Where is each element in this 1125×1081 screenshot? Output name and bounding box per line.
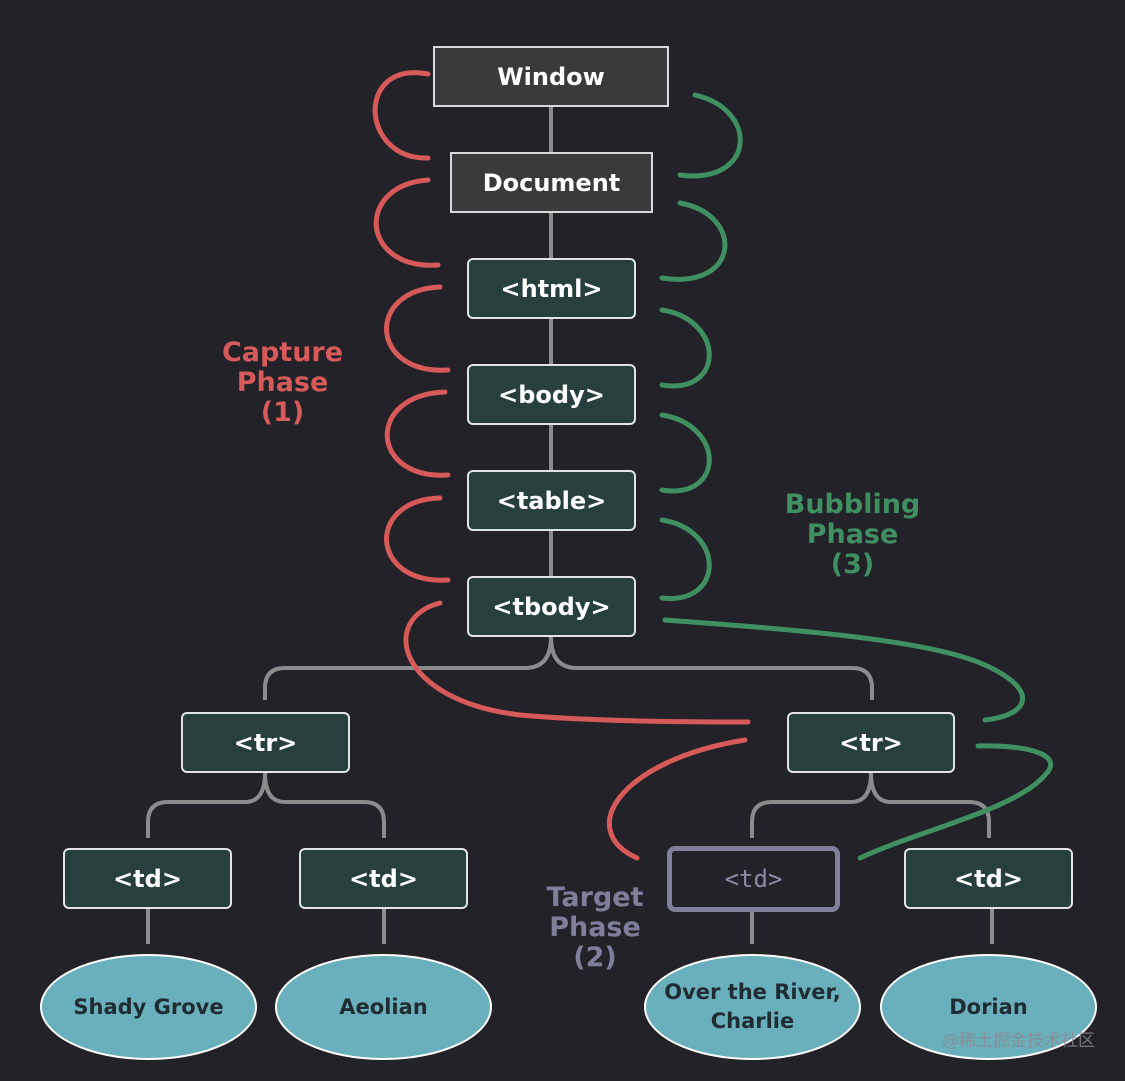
td-1-label: <td>	[113, 864, 182, 893]
tr-left-node: <tr>	[181, 712, 350, 773]
leaf-dorian: Dorian	[880, 954, 1097, 1060]
tr-left-label: <tr>	[233, 728, 298, 757]
target-phase-label: Target Phase (2)	[546, 882, 644, 973]
leaf-aeolian-label: Aeolian	[339, 994, 428, 1019]
leaf-shady-grove: Shady Grove	[40, 954, 257, 1060]
bubbling-phase-label: Bubbling Phase (3)	[784, 489, 921, 580]
document-label: Document	[482, 168, 621, 197]
leaf-over-the-river: Over the River, Charlie	[644, 954, 861, 1060]
body-node: <body>	[467, 364, 636, 425]
tree-connectors	[146, 107, 994, 944]
td-node-4: <td>	[904, 848, 1073, 909]
html-label: <html>	[500, 274, 603, 303]
tr-right-node: <tr>	[787, 712, 955, 773]
capture-arc-6	[403, 600, 751, 725]
bubbling-arc-2	[659, 200, 728, 282]
capture-phase-arcs	[372, 70, 751, 861]
capture-arc-2	[373, 177, 441, 268]
bubbling-arc-6	[662, 617, 1025, 723]
table-node: <table>	[467, 470, 636, 531]
td-target-label: <td>	[724, 865, 783, 893]
capture-arc-3	[384, 284, 451, 373]
capture-arc-4	[384, 389, 451, 478]
leaf-dorian-label: Dorian	[949, 994, 1028, 1019]
bubbling-arc-4	[659, 412, 712, 494]
leaf-shady-grove-label: Shady Grove	[73, 994, 224, 1019]
leaf-aeolian: Aeolian	[275, 954, 492, 1060]
capture-phase-label: Capture Phase (1)	[221, 337, 344, 428]
connector-tr-right-tds	[750, 772, 991, 838]
bubbling-arc-5	[659, 517, 712, 601]
td-2-label: <td>	[349, 864, 418, 893]
table-label: <table>	[496, 486, 607, 515]
td-node-2: <td>	[299, 848, 468, 909]
bubbling-phase-arcs	[659, 92, 1054, 861]
watermark-text: @稀土掘金技术社区	[942, 1031, 1095, 1051]
connector-tr-left-tds	[146, 772, 386, 838]
td-target-node: <td>	[667, 846, 840, 912]
td-node-1: <td>	[63, 848, 232, 909]
document-node: Document	[450, 152, 653, 213]
tr-right-label: <tr>	[839, 728, 903, 757]
tbody-label: <tbody>	[492, 592, 611, 621]
leaf-over-the-river-label: Over the River, Charlie	[664, 980, 841, 1033]
body-label: <body>	[498, 380, 605, 409]
td-4-label: <td>	[954, 864, 1023, 893]
window-node: Window	[433, 46, 669, 107]
html-node: <html>	[467, 258, 636, 319]
capture-arc-1	[372, 70, 431, 161]
capture-arc-5	[384, 495, 451, 583]
connector-tbody-trs	[263, 636, 874, 700]
bubbling-arc-3	[659, 307, 712, 389]
window-label: Window	[497, 62, 605, 91]
bubbling-arc-7	[857, 743, 1054, 861]
tbody-node: <tbody>	[467, 576, 636, 637]
capture-arc-7	[606, 737, 748, 861]
bubbling-arc-1	[677, 92, 743, 179]
